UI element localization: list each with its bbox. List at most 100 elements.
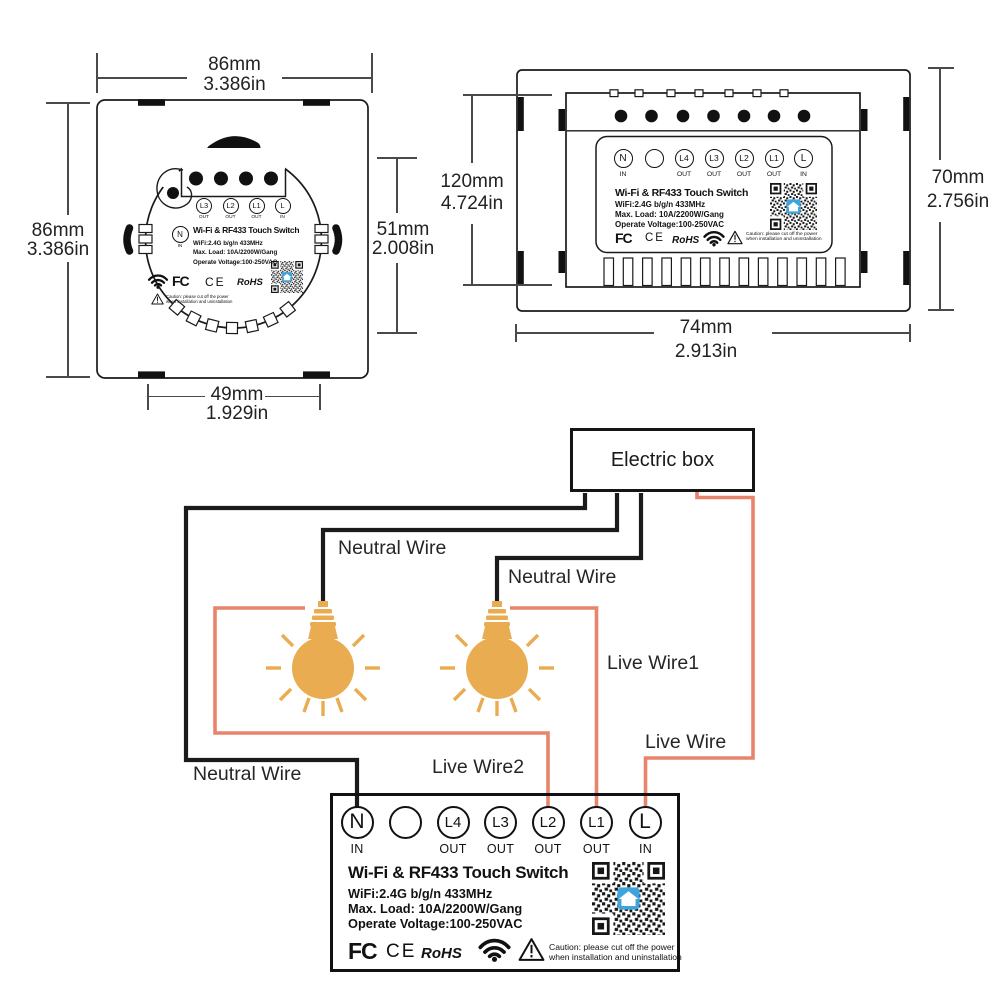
electric-box: Electric box	[570, 428, 755, 492]
front-dim-bottom-mm: 49mm	[210, 384, 264, 405]
touch-switch-module	[330, 793, 680, 972]
terminal-sub: OUT	[676, 170, 692, 178]
terminal-l: L	[794, 148, 813, 168]
terminal-sub: OUT	[225, 215, 236, 220]
front-dim-right-mm: 51mm	[376, 219, 430, 240]
dim-tick	[928, 67, 954, 69]
terminal-sub: OUT	[251, 215, 262, 220]
back-dim-right-in: 2.756in	[926, 191, 990, 212]
front-dim-left-mm: 86mm	[31, 220, 85, 241]
terminal-sub: OUT	[439, 842, 467, 856]
product-title: Wi-Fi & RF433 Touch Switch	[615, 186, 749, 199]
dim-line	[516, 332, 654, 334]
back-dim-bottom-in: 2.913in	[674, 341, 738, 362]
back-dim-left-mm: 120mm	[440, 171, 504, 192]
terminal-l3: L3	[484, 805, 517, 839]
spec-voltage: Operate Voltage:100-250VAC	[348, 916, 523, 931]
back-dim-left-in: 4.724in	[440, 193, 504, 214]
light-bulb-2	[440, 601, 554, 716]
terminal-l1: L1	[764, 148, 784, 168]
front-dim-bottom-in: 1.929in	[205, 403, 269, 424]
dim-tick	[46, 102, 90, 104]
terminal-l2: L2	[734, 148, 754, 168]
terminal-sub: OUT	[706, 170, 722, 178]
mount-tab	[303, 371, 330, 378]
top-slot	[206, 136, 261, 158]
rohs-mark: RoHS	[237, 277, 263, 288]
terminal-holes	[189, 171, 278, 186]
ce-mark: CE	[645, 231, 665, 244]
terminal-l1: L1	[248, 197, 265, 214]
mount-tab	[138, 99, 165, 106]
dim-line	[97, 77, 187, 79]
spec-load: Max. Load: 10A/2200W/Gang	[615, 209, 724, 219]
front-dim-left-in: 3.386in	[26, 239, 90, 260]
front-dim-top-mm: 86mm	[208, 54, 261, 75]
wifi-icon	[147, 274, 169, 289]
spec-wifi: WiFi:2.4G b/g/n 433MHz	[615, 199, 706, 209]
qr-code	[271, 261, 303, 293]
dim-line	[939, 68, 941, 160]
neutral-wire-label-1: Neutral Wire	[338, 537, 447, 559]
dim-line	[396, 263, 398, 333]
spec-load: Max. Load: 10A/2200W/Gang	[348, 901, 523, 916]
terminal-l2: L2	[531, 805, 565, 839]
terminal-l4: L4	[674, 148, 694, 168]
back-dim-right-mm: 70mm	[931, 167, 985, 188]
screw-hole	[167, 187, 179, 199]
fcc-mark: FC	[172, 273, 190, 289]
neutral-wire-label-3: Neutral Wire	[193, 763, 302, 785]
dim-line	[265, 395, 320, 398]
terminal-l: L	[274, 197, 291, 214]
terminal-sub: IN	[638, 842, 653, 856]
front-dim-top-in: 3.386in	[203, 74, 266, 95]
dim-tick	[515, 324, 517, 342]
warning-icon	[727, 230, 743, 245]
live-wire1-label: Live Wire1	[607, 652, 700, 674]
terminal-sub: IN	[800, 170, 807, 178]
terminal-l4: L4	[436, 805, 470, 839]
terminal-sub: OUT	[486, 842, 515, 856]
terminal-l: L	[628, 805, 662, 839]
dim-tick	[463, 284, 552, 286]
spec-voltage: Operate Voltage:100-250VAC	[193, 258, 278, 266]
dim-line	[772, 332, 910, 334]
terminal-sub: OUT	[766, 170, 782, 178]
terminal-blank	[388, 805, 422, 839]
spec-load: Max. Load: 10A/2200W/Gang	[193, 249, 278, 256]
product-title: Wi-Fi & RF433 Touch Switch	[193, 225, 300, 235]
terminal-l1: L1	[580, 805, 613, 839]
dim-line	[396, 158, 398, 213]
fcc-mark: FC	[615, 230, 633, 246]
terminal-n: N	[340, 805, 374, 839]
spec-wifi: WiFi:2.4G b/g/n 433MHz	[348, 886, 493, 901]
mount-tab	[303, 99, 330, 106]
dim-line	[67, 103, 69, 215]
light-bulb-1	[266, 601, 380, 716]
dim-tick	[377, 157, 417, 159]
mount-tab	[138, 371, 165, 378]
dim-tick	[928, 309, 954, 311]
ce-mark: CE	[386, 940, 417, 962]
dim-line	[148, 395, 205, 398]
qr-code	[770, 183, 817, 230]
top-notches	[609, 89, 789, 98]
spiral-cutout	[156, 168, 193, 209]
terminal-l3: L3	[196, 197, 212, 214]
neutral-wire-label-2: Neutral Wire	[508, 566, 617, 588]
dim-tick	[371, 53, 373, 93]
terminal-sub: IN	[619, 170, 627, 178]
terminal-sub: OUT	[582, 842, 611, 856]
terminal-l3: L3	[704, 148, 724, 168]
live-wire2-label: Live Wire2	[432, 756, 525, 778]
fcc-mark: FC	[348, 938, 378, 964]
terminal-l2: L2	[222, 197, 239, 214]
terminal-n: N	[613, 148, 633, 168]
ce-mark: CE	[205, 274, 226, 289]
warning-icon	[151, 293, 164, 305]
dim-line	[939, 222, 941, 310]
side-slot	[332, 224, 343, 255]
side-slot	[123, 224, 134, 255]
